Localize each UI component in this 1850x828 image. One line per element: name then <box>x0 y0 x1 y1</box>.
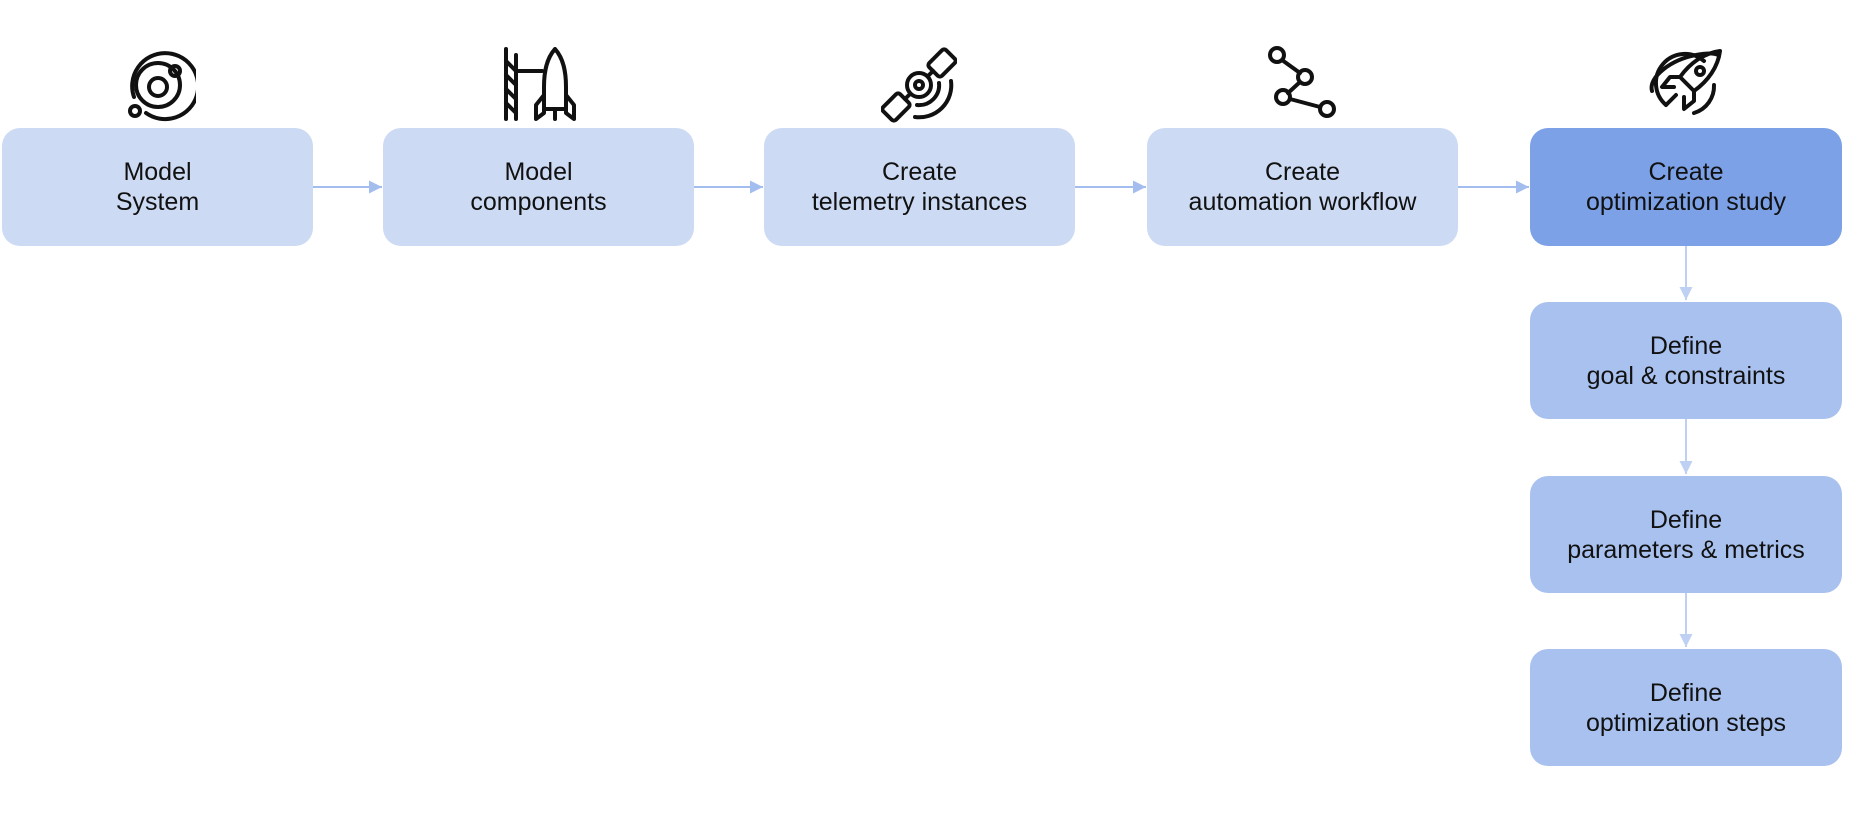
step-create-optimization-study[interactable]: Create optimization study <box>1530 128 1842 246</box>
step-line1: Model <box>504 158 573 186</box>
substep-line1: Define <box>1649 505 1723 534</box>
substep-line1: Define <box>1649 678 1723 707</box>
launch-tower-rocket-icon <box>500 47 576 123</box>
step-line1: Create <box>1648 158 1724 186</box>
step-model-system[interactable]: Model System <box>2 128 313 246</box>
planet-rocket-icon <box>1648 47 1724 123</box>
step-line2: System <box>115 188 200 216</box>
step-create-telemetry-instances[interactable]: Create telemetry instances <box>764 128 1075 246</box>
satellite-icon <box>881 47 957 123</box>
substep-line1: Define <box>1649 331 1723 360</box>
step-line1: Model <box>123 158 192 186</box>
substep-line2: optimization steps <box>1585 708 1787 737</box>
substep-line2: parameters & metrics <box>1567 535 1805 564</box>
step-model-components[interactable]: Model components <box>383 128 694 246</box>
substep-line2: goal & constraints <box>1586 361 1786 390</box>
step-line2: components <box>470 188 607 216</box>
step-line1: Create <box>1264 158 1341 186</box>
substep-define-parameters-metrics[interactable]: Define parameters & metrics <box>1530 476 1842 593</box>
workflow-nodes-icon <box>1265 45 1341 121</box>
step-line2: telemetry instances <box>811 188 1028 216</box>
step-line2: optimization study <box>1585 188 1787 216</box>
step-create-automation-workflow[interactable]: Create automation workflow <box>1147 128 1458 246</box>
step-line1: Create <box>881 158 958 186</box>
step-line2: automation workflow <box>1188 188 1417 216</box>
substep-define-optimization-steps[interactable]: Define optimization steps <box>1530 649 1842 766</box>
substep-define-goal-constraints[interactable]: Define goal & constraints <box>1530 302 1842 419</box>
orbit-icon <box>120 47 196 123</box>
